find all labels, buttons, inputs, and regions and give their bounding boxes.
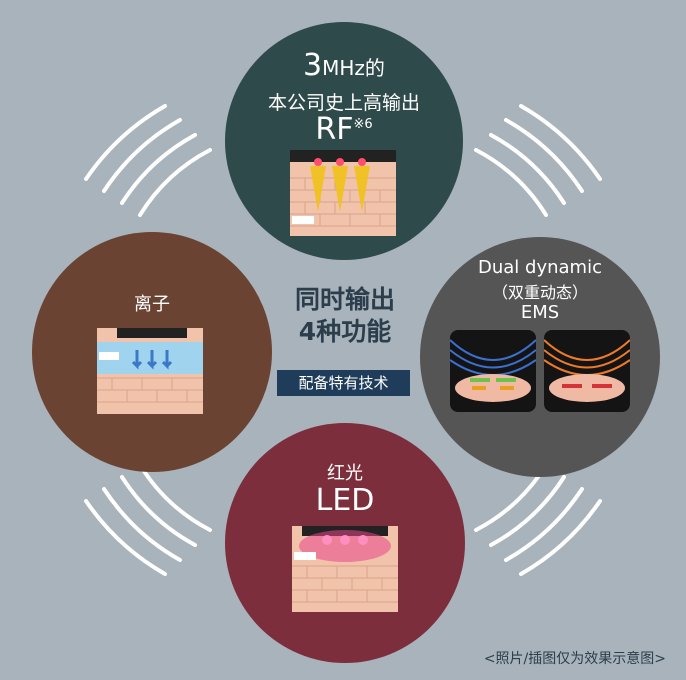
illustration-disclaimer: <照片/插图仅为效果示意图> [483, 651, 666, 667]
rf-frequency-unit: MHz的 [322, 56, 385, 80]
center-heading-line2: 4种功能 [298, 317, 392, 346]
rf-label: RF [315, 112, 354, 147]
ems-title-line2: （双重动态） [491, 283, 588, 302]
center-heading-line1: 同时输出 [294, 285, 395, 314]
ems-title-line1: Dual dynamic [478, 257, 602, 278]
ion-title: 离子 [134, 294, 170, 315]
led-title-line2: LED [315, 483, 375, 518]
ion-skin-illustration [97, 328, 203, 414]
led-skin-illustration [292, 526, 398, 612]
ems-title-line3: EMS [520, 302, 560, 323]
ems-illustration-right [544, 330, 630, 412]
rf-feature-circle: 3MHz的 本公司史上高输出 RF※6 [225, 22, 463, 260]
rf-title-line2: 本公司史上高输出 [267, 92, 420, 114]
ems-illustration-left [450, 330, 536, 412]
led-feature-circle: 红光 LED [225, 423, 465, 663]
ems-feature-circle: Dual dynamic （双重动态） EMS [420, 237, 660, 477]
exclusive-tech-badge: 配备特有技术 [277, 370, 410, 396]
rf-title-line3: RF※6 [225, 112, 463, 147]
ion-feature-circle: 离子 [32, 232, 272, 472]
rf-title-line1: 3MHz的 [225, 48, 463, 83]
rf-skin-illustration [290, 150, 396, 236]
led-title-line1: 红光 [327, 463, 363, 484]
rf-frequency-number: 3 [303, 48, 323, 83]
center-heading: 同时输出 4种功能 [270, 284, 420, 348]
rf-footnote-mark: ※6 [353, 117, 373, 132]
